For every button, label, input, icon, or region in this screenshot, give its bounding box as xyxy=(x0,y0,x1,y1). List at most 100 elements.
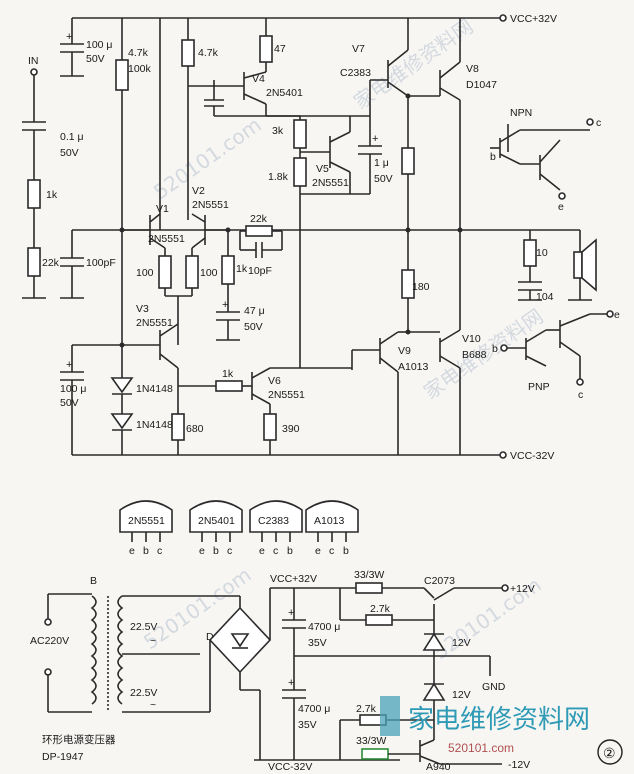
svg-text:PNP: PNP xyxy=(528,381,550,393)
package-body xyxy=(189,500,243,533)
svg-text:b: b xyxy=(490,151,496,163)
svg-text:22k: 22k xyxy=(250,213,268,225)
svg-text:GND: GND xyxy=(482,681,506,693)
rails: VCC+32V VCC-32V xyxy=(72,13,557,462)
svg-text:D: D xyxy=(206,631,214,643)
package-pin-label: c xyxy=(273,545,278,557)
svg-text:520101.com: 520101.com xyxy=(448,741,514,755)
svg-text:390: 390 xyxy=(282,423,300,435)
label-in: IN xyxy=(28,55,39,67)
svg-text:b: b xyxy=(492,343,498,355)
svg-text:104: 104 xyxy=(536,291,554,303)
v4-stage: 47 V4 2N5401 xyxy=(188,18,303,117)
svg-text:4700 μ: 4700 μ xyxy=(308,621,340,633)
svg-text:50V: 50V xyxy=(60,147,79,159)
svg-text:100k: 100k xyxy=(128,63,152,75)
svg-text:50V: 50V xyxy=(86,53,105,65)
package-pin-label: b xyxy=(287,545,293,557)
output-bottom: 180 V9 A1013 V10 B688 xyxy=(351,230,487,455)
svg-text:2N5551: 2N5551 xyxy=(268,389,305,401)
svg-text:1k: 1k xyxy=(236,263,248,275)
svg-text:+: + xyxy=(288,677,294,689)
svg-text:A1013: A1013 xyxy=(398,361,429,373)
svg-text:V5: V5 xyxy=(316,163,329,175)
feedback: 1k + 47 μ 50V 22k 10pF xyxy=(216,213,283,341)
svg-text:100: 100 xyxy=(136,267,154,279)
svg-text:VCC-32V: VCC-32V xyxy=(268,761,312,773)
darlington-legend: NPN c e b PNP b e c xyxy=(490,107,620,401)
rail-vcc-neg: VCC-32V xyxy=(510,450,554,462)
package-pin-label: b xyxy=(213,545,219,557)
package-pin-label: c xyxy=(157,545,162,557)
input-stage: IN 0.1 μ 50V 1k 22k 100pF xyxy=(22,55,116,299)
package-pin-label: c xyxy=(227,545,232,557)
v3-label: V3 xyxy=(136,303,149,315)
v4-label: V4 xyxy=(252,73,265,85)
power-supply: B AC220V 22.5V 22.5V ~ ~ 环形电源变压器 DP-1947… xyxy=(30,569,535,773)
svg-text:C2073: C2073 xyxy=(424,575,455,587)
package-name: C2383 xyxy=(258,515,289,527)
svg-text:12V: 12V xyxy=(452,637,471,649)
v8-label: V8 xyxy=(466,63,479,75)
rail-vcc-pos: VCC+32V xyxy=(510,13,557,25)
svg-text:10pF: 10pF xyxy=(248,265,272,277)
svg-text:NPN: NPN xyxy=(510,107,532,119)
svg-text:DP-1947: DP-1947 xyxy=(42,751,84,763)
svg-text:+: + xyxy=(66,31,72,43)
package-body xyxy=(249,500,303,533)
svg-text:B688: B688 xyxy=(462,349,487,361)
svg-text:22.5V: 22.5V xyxy=(130,621,157,633)
svg-text:33/3W: 33/3W xyxy=(354,569,384,581)
watermark: 520101.com 家电维修资料网 家电维修资料网 520101.com 52… xyxy=(139,14,547,664)
svg-text:2N5401: 2N5401 xyxy=(266,87,303,99)
package-name: 2N5551 xyxy=(128,515,165,527)
svg-text:VCC+32V: VCC+32V xyxy=(270,573,317,585)
svg-text:B: B xyxy=(90,575,97,587)
package-pin-label: e xyxy=(199,545,205,557)
v3-v6: V3 2N5551 680 1N4148 1N4148 + 100 μ 50V … xyxy=(60,230,352,455)
svg-text:1N4148: 1N4148 xyxy=(136,419,173,431)
svg-text:3k: 3k xyxy=(272,125,284,137)
svg-text:0.1 μ: 0.1 μ xyxy=(60,131,84,143)
svg-text:100 μ: 100 μ xyxy=(86,39,113,51)
svg-text:35V: 35V xyxy=(308,637,327,649)
svg-text:+: + xyxy=(66,359,72,371)
v5-bias: 3k 1.8k V5 2N5551 + 1 μ 50V xyxy=(268,80,393,368)
svg-text:100: 100 xyxy=(200,267,218,279)
svg-text:680: 680 xyxy=(186,423,204,435)
svg-text:2N5551: 2N5551 xyxy=(192,199,229,211)
svg-text:22k: 22k xyxy=(42,257,60,269)
svg-text:50V: 50V xyxy=(60,397,79,409)
svg-text:c: c xyxy=(578,389,583,401)
svg-text:50V: 50V xyxy=(374,173,393,185)
v1-label: V1 xyxy=(156,203,169,215)
svg-text:1N4148: 1N4148 xyxy=(136,383,173,395)
svg-text:22.5V: 22.5V xyxy=(130,687,157,699)
package-pin-label: e xyxy=(315,545,321,557)
svg-text:1.8k: 1.8k xyxy=(268,171,289,183)
package-pin-label: e xyxy=(129,545,135,557)
package-body xyxy=(305,500,359,533)
site-logo: 家电维修资料网 520101.com ② xyxy=(380,696,623,765)
v10-label: V10 xyxy=(462,333,481,345)
svg-text:1 μ: 1 μ xyxy=(374,157,389,169)
v7-label: V7 xyxy=(352,43,365,55)
v6-label: V6 xyxy=(268,375,281,387)
svg-text:180: 180 xyxy=(412,281,430,293)
svg-text:环形电源变压器: 环形电源变压器 xyxy=(42,733,116,746)
svg-text:AC220V: AC220V xyxy=(30,635,69,647)
svg-text:~: ~ xyxy=(150,635,156,647)
svg-text:~: ~ xyxy=(150,699,156,711)
speaker-icon xyxy=(573,251,583,279)
package-body xyxy=(119,500,173,533)
svg-text:e: e xyxy=(558,201,564,213)
svg-text:10: 10 xyxy=(536,247,548,259)
svg-text:2N5551: 2N5551 xyxy=(136,317,173,329)
svg-text:e: e xyxy=(614,309,620,321)
svg-text:100pF: 100pF xyxy=(86,257,116,269)
svg-text:2.7k: 2.7k xyxy=(370,603,391,615)
svg-text:C2383: C2383 xyxy=(340,67,371,79)
svg-text:12V: 12V xyxy=(452,689,471,701)
